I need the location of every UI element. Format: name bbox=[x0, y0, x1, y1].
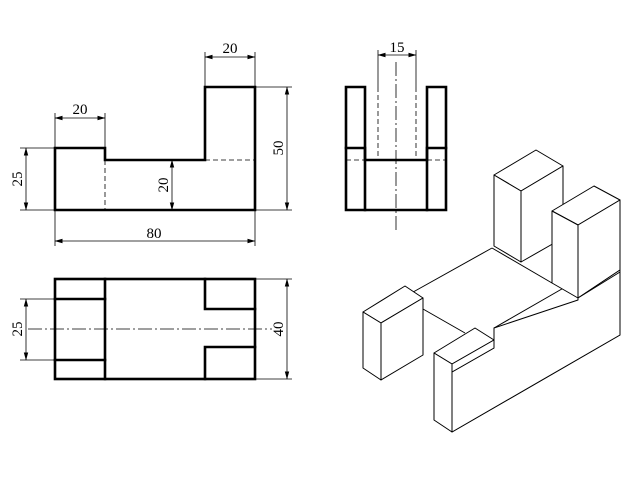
dim-step-height: 20 bbox=[156, 178, 172, 193]
top-view: 25 40 bbox=[10, 277, 292, 381]
dim-overall-width: 80 bbox=[147, 226, 162, 242]
dim-overall-height: 50 bbox=[271, 141, 287, 156]
iso-floor-edge bbox=[422, 308, 466, 334]
dim-slot-width-top: 25 bbox=[10, 322, 26, 337]
isometric-view bbox=[362, 149, 621, 433]
top-view-edge bbox=[203, 345, 257, 381]
iso-tall-post-front bbox=[551, 210, 579, 299]
side-view-outline bbox=[344, 85, 448, 212]
dim-top-width: 20 bbox=[223, 41, 238, 57]
dim-left-height: 25 bbox=[10, 172, 26, 187]
iso-left-block-front bbox=[362, 311, 382, 381]
iso-front-block-front bbox=[433, 352, 453, 433]
iso-front-block-side bbox=[451, 339, 495, 373]
dim-slot-width-side: 15 bbox=[390, 40, 405, 56]
dim-depth: 40 bbox=[271, 322, 287, 337]
side-view-inner-block bbox=[344, 146, 448, 212]
iso-back-edge bbox=[405, 247, 493, 297]
dim-left-width: 20 bbox=[73, 102, 88, 118]
iso-floor-edge bbox=[491, 247, 553, 284]
front-view: 20 20 80 25 20 50 bbox=[10, 41, 292, 246]
iso-left-block-side bbox=[380, 297, 424, 381]
iso-tall-block-front bbox=[493, 174, 522, 263]
side-view: 15 bbox=[344, 40, 448, 232]
top-view-edge bbox=[203, 277, 257, 311]
